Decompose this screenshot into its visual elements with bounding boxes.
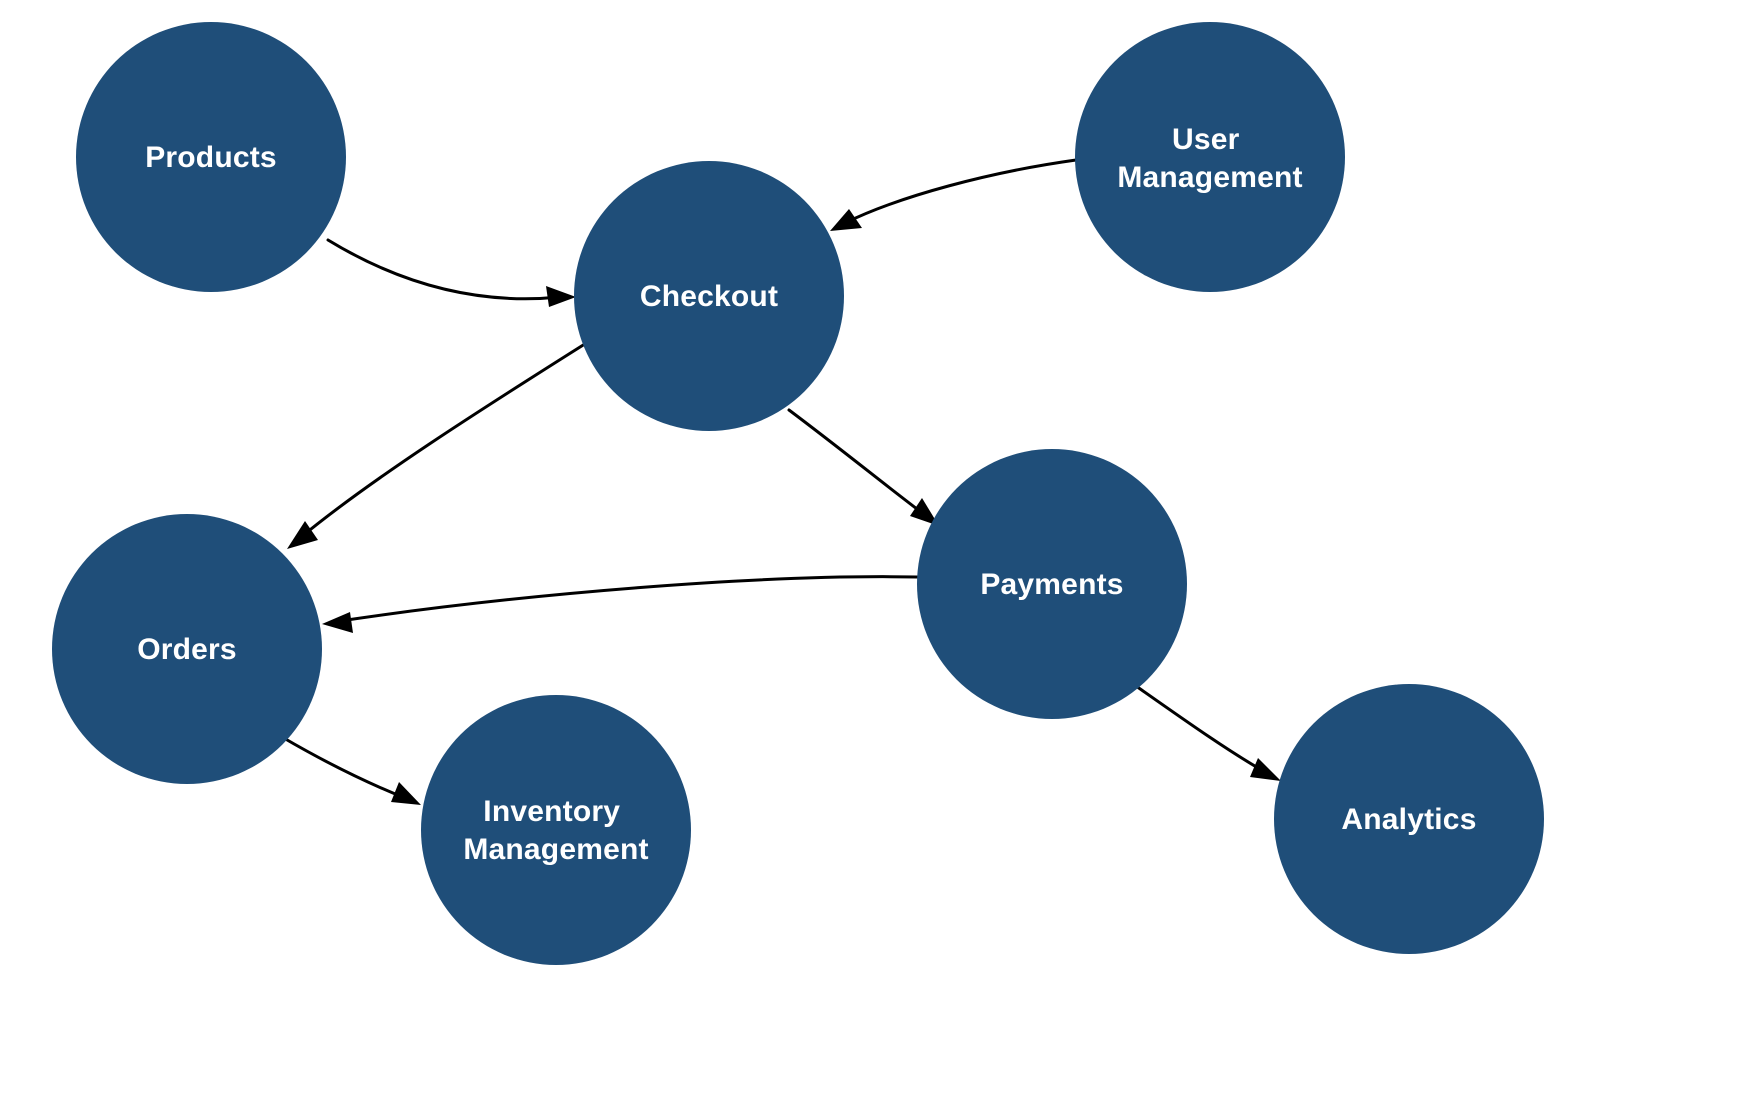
node-inventory-management[interactable]: Inventory Management <box>421 695 691 965</box>
node-products[interactable]: Products <box>76 22 346 292</box>
edge-user-management-to-checkout[interactable] <box>830 158 1078 231</box>
node-shape[interactable] <box>1075 22 1345 292</box>
edge-line <box>298 340 590 540</box>
edge-line <box>326 238 562 301</box>
edge-line <box>1134 684 1267 774</box>
node-shape[interactable] <box>52 514 322 784</box>
node-user-management[interactable]: User Management <box>1075 22 1345 292</box>
arrow-head-icon <box>1250 758 1281 781</box>
edge-layer <box>280 158 1281 805</box>
arrow-head-icon <box>830 209 862 231</box>
arrow-head-icon <box>322 612 353 633</box>
node-analytics[interactable]: Analytics <box>1274 684 1544 954</box>
edge-line <box>787 408 927 517</box>
edge-products-to-checkout[interactable] <box>326 238 576 307</box>
arrow-head-icon <box>287 521 318 549</box>
node-checkout[interactable]: Checkout <box>574 161 844 431</box>
arrow-head-icon <box>910 498 939 526</box>
arrow-head-icon <box>546 286 576 307</box>
edge-line <box>843 158 1078 225</box>
node-shape[interactable] <box>574 161 844 431</box>
node-shape[interactable] <box>1274 684 1544 954</box>
arrow-head-icon <box>391 782 421 805</box>
node-shape[interactable] <box>421 695 691 965</box>
edge-checkout-to-payments[interactable] <box>787 408 939 526</box>
edge-line <box>280 735 407 800</box>
edge-payments-to-analytics[interactable] <box>1134 684 1281 781</box>
edge-line <box>338 575 919 623</box>
node-shape[interactable] <box>76 22 346 292</box>
node-layer: Products Checkout User Management <box>52 22 1544 965</box>
edge-payments-to-orders[interactable] <box>322 575 919 633</box>
node-payments[interactable]: Payments <box>917 449 1187 719</box>
edge-orders-to-inventory-management[interactable] <box>280 735 421 805</box>
node-orders[interactable]: Orders <box>52 514 322 784</box>
edge-checkout-to-orders[interactable] <box>287 340 590 549</box>
node-shape[interactable] <box>917 449 1187 719</box>
